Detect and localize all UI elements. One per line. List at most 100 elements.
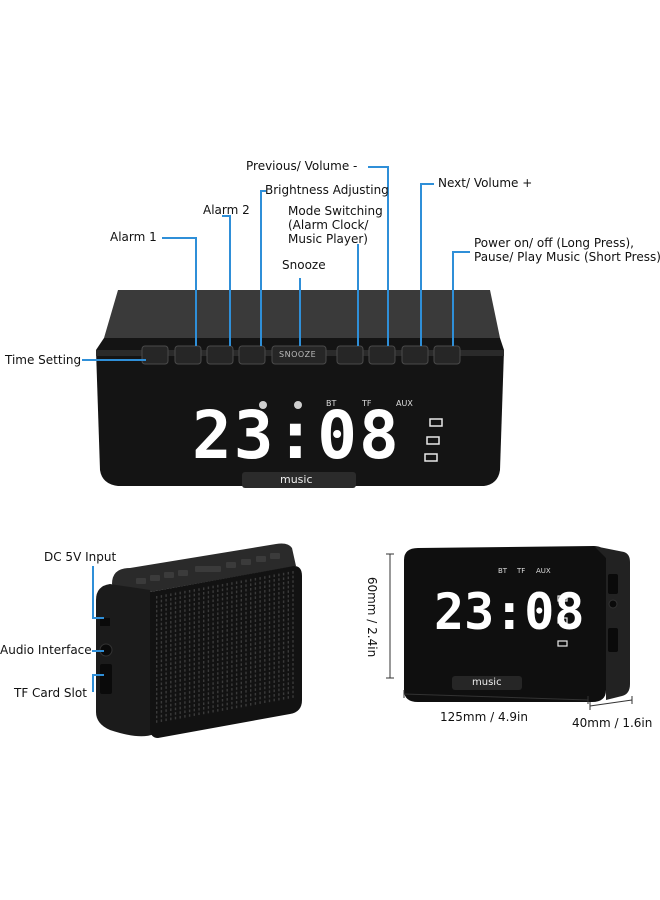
grille-hole	[264, 645, 266, 648]
grille-hole	[184, 701, 186, 704]
grille-hole	[287, 668, 289, 672]
grille-hole	[212, 590, 214, 593]
grille-hole	[174, 679, 177, 683]
grille-hole	[254, 633, 257, 636]
grille-hole	[240, 603, 242, 607]
grille-hole	[287, 571, 289, 575]
grille-hole	[212, 594, 214, 598]
grille-hole	[198, 657, 200, 660]
grille-hole	[250, 670, 252, 674]
grille-hole	[292, 640, 294, 643]
grille-hole	[198, 707, 200, 711]
grille-hole	[226, 624, 228, 628]
display-icon-tf-small: TF	[517, 567, 526, 575]
grille-hole	[282, 577, 285, 580]
grille-hole	[165, 663, 167, 666]
grille-hole	[273, 602, 275, 605]
grille-hole	[193, 639, 195, 643]
grille-hole	[217, 589, 219, 593]
grille-hole	[254, 637, 257, 641]
grille-hole	[212, 682, 214, 685]
grille-hole	[273, 694, 275, 697]
grille-hole	[231, 669, 233, 673]
grille-hole	[245, 588, 247, 592]
grille-hole	[264, 668, 266, 671]
grille-hole	[212, 686, 214, 690]
grille-hole	[217, 617, 219, 620]
grille-hole	[160, 627, 163, 630]
grille-hole	[231, 678, 233, 682]
grille-hole	[203, 684, 205, 687]
grille-hole	[203, 702, 205, 705]
grille-hole	[188, 649, 191, 653]
grille-hole	[188, 594, 191, 598]
grille-hole	[287, 613, 289, 616]
callout-line-next-v	[420, 183, 422, 346]
grille-hole	[282, 614, 285, 617]
grille-hole	[170, 616, 172, 620]
grille-hole	[156, 596, 158, 599]
grille-hole	[278, 578, 280, 581]
grille-hole	[184, 604, 186, 608]
grille-hole	[221, 685, 224, 688]
grille-hole	[245, 685, 247, 689]
grille-hole	[250, 689, 252, 692]
grille-hole	[264, 580, 266, 584]
grille-hole	[231, 688, 233, 691]
grille-hole	[264, 691, 266, 694]
grille-hole	[174, 693, 177, 697]
grille-hole	[179, 651, 181, 655]
grille-hole	[212, 617, 214, 621]
grille-hole	[160, 700, 163, 704]
grille-hole	[292, 653, 294, 657]
grille-hole	[287, 663, 289, 667]
grille-hole	[193, 625, 195, 629]
grille-hole	[193, 681, 195, 684]
grille-hole	[193, 704, 195, 707]
grille-hole	[231, 596, 233, 599]
grille-hole	[231, 582, 233, 585]
grille-hole	[282, 664, 285, 668]
grille-hole	[165, 686, 167, 689]
grille-hole	[165, 635, 167, 639]
grille-hole	[250, 652, 252, 655]
grille-hole	[264, 677, 266, 681]
grille-hole	[207, 614, 210, 617]
grille-hole	[231, 623, 233, 627]
grille-hole	[156, 651, 158, 654]
grille-hole	[287, 645, 289, 649]
grille-hole	[240, 681, 242, 685]
grille-hole	[254, 702, 257, 705]
grille-hole	[179, 623, 181, 627]
grille-hole	[170, 621, 172, 624]
grille-hole	[259, 581, 261, 585]
grille-hole	[212, 613, 214, 616]
label-time-setting: Time Setting	[5, 353, 82, 367]
grille-hole	[250, 592, 252, 596]
grille-hole	[217, 695, 219, 698]
grille-hole	[160, 673, 163, 676]
grille-hole	[221, 703, 224, 707]
grille-hole	[203, 633, 205, 636]
grille-hole	[179, 692, 181, 696]
grille-hole	[160, 687, 163, 690]
label-previous-volume: Previous/ Volume -	[246, 159, 358, 173]
grille-hole	[165, 626, 167, 630]
grille-hole	[273, 652, 275, 656]
grille-hole	[254, 610, 257, 613]
grille-hole	[235, 696, 238, 699]
grille-hole	[203, 592, 205, 595]
grille-hole	[273, 657, 275, 660]
grille-hole	[254, 596, 257, 599]
grille-hole	[245, 699, 247, 702]
display-icon-aux: AUX	[396, 399, 413, 408]
grille-hole	[198, 652, 200, 656]
grille-hole	[174, 656, 177, 660]
grille-hole	[254, 697, 257, 701]
grille-hole	[268, 667, 271, 670]
grille-hole	[231, 619, 233, 622]
grille-hole	[174, 716, 177, 720]
grille-hole	[165, 631, 167, 634]
grille-hole	[292, 644, 294, 648]
grille-hole	[165, 608, 167, 611]
